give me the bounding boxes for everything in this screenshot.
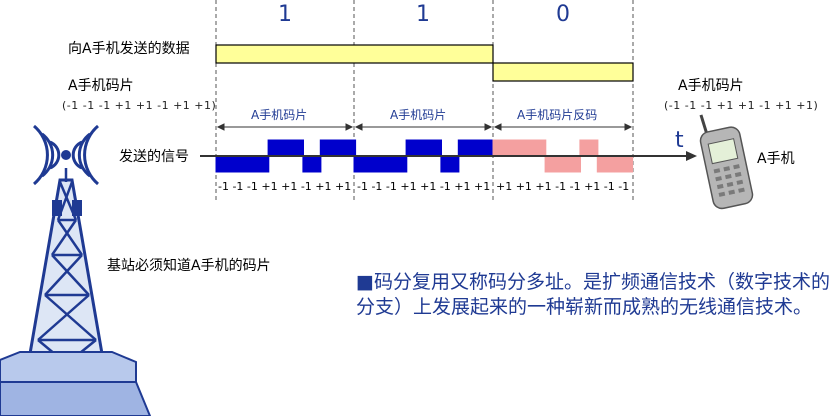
segment-label-1: A手机码片: [251, 108, 308, 122]
chip-signal: [215, 139, 634, 173]
chip-bar-2-6: [596, 155, 616, 173]
chip-bar-2-3: [544, 155, 564, 173]
chip-bar-0-3: [267, 139, 287, 157]
radio-wave-icon: [33, 124, 99, 186]
base-station-tower-icon: [0, 168, 152, 416]
segment-label-3: A手机码片反码: [517, 108, 598, 122]
base-station-note: 基站必须知道A手机的码片: [107, 258, 271, 274]
antenna-tip-icon: [61, 150, 71, 160]
chip-bar-2-1: [509, 139, 529, 157]
chip-bar-1-6: [457, 139, 477, 157]
chip-bar-2-2: [527, 139, 547, 157]
time-axis-label: t: [675, 128, 684, 153]
chip-bar-1-2: [388, 155, 408, 173]
phone-label: A手机: [757, 151, 795, 167]
chip-bar-0-0: [215, 155, 235, 173]
chip-bar-0-7: [337, 139, 357, 157]
chip-values-3: +1 +1 +1 -1 -1 +1 -1 -1: [496, 180, 630, 193]
bit-label-1: 1: [278, 2, 292, 27]
code-seq-left: (-1 -1 -1 +1 +1 -1 +1 +1): [62, 99, 217, 112]
data-label: 向A手机发送的数据: [68, 41, 190, 57]
data-bit-high: [215, 44, 494, 64]
chip-bar-2-5: [579, 139, 599, 157]
bit-label-2: 1: [416, 2, 430, 27]
chip-bar-0-6: [319, 139, 339, 157]
chip-bar-2-4: [562, 155, 581, 173]
bit-label-3: 0: [556, 2, 570, 27]
signal-label: 发送的信号: [119, 149, 189, 165]
chip-bar-1-5: [440, 155, 460, 173]
chip-bar-0-5: [302, 155, 322, 173]
bullet-icon: ■: [356, 271, 374, 293]
data-bit-low: [492, 62, 634, 82]
chip-bar-1-0: [353, 155, 373, 173]
code-seq-right: (-1 -1 -1 +1 +1 -1 +1 +1): [664, 99, 819, 112]
description-content: 码分复用又称码分多址。是扩频通信技术（数字技术的分支）上发展起来的一种崭新而成熟…: [356, 271, 830, 318]
description-block: ■码分复用又称码分多址。是扩频通信技术（数字技术的分支）上发展起来的一种崭新而成…: [356, 270, 831, 320]
chip-bar-1-4: [423, 139, 442, 157]
code-title-left: A手机码片: [68, 78, 134, 94]
mobile-phone-icon: [699, 114, 754, 210]
chip-bar-2-7: [614, 155, 634, 173]
description-text: ■码分复用又称码分多址。是扩频通信技术（数字技术的分支）上发展起来的一种崭新而成…: [356, 270, 831, 320]
chip-bar-0-4: [285, 139, 304, 157]
chip-values-2: -1 -1 -1 +1 +1 -1 +1 +1: [357, 180, 491, 193]
chip-bar-1-7: [475, 139, 495, 157]
code-title-right: A手机码片: [678, 78, 744, 94]
chip-bar-2-0: [492, 139, 512, 157]
chip-bar-1-1: [370, 155, 390, 173]
chip-bar-0-1: [232, 155, 252, 173]
time-axis-arrow: [686, 151, 697, 161]
chip-bar-0-2: [250, 155, 270, 173]
segment-label-2: A手机码片: [390, 108, 447, 122]
chip-values-1: -1 -1 -1 +1 +1 -1 +1 +1: [218, 180, 352, 193]
chip-bar-1-3: [405, 139, 425, 157]
